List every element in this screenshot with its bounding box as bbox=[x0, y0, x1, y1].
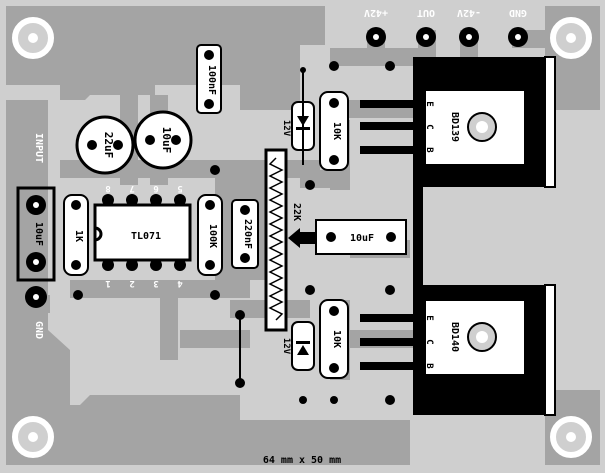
label-transistor-bottom: BD140 bbox=[449, 322, 460, 352]
label-pin-e-top: E bbox=[424, 101, 434, 106]
pad-out bbox=[416, 27, 436, 47]
label-plus42: +42V bbox=[364, 7, 388, 18]
capacitor-10uf-a bbox=[133, 110, 193, 170]
trace-mid-6 bbox=[160, 280, 178, 360]
label-pin3: 3 bbox=[153, 278, 158, 288]
label-cap-100nf: 100nF bbox=[206, 65, 217, 95]
transistor-bd139 bbox=[360, 89, 526, 166]
mounting-hole-top-left bbox=[12, 17, 54, 59]
label-cap-10uf-bias: 10uF bbox=[350, 233, 374, 244]
resistor-100k bbox=[197, 194, 223, 276]
label-pin-e-bottom: E bbox=[424, 315, 434, 320]
label-pot-22k: 22K bbox=[291, 203, 302, 221]
label-pin6: 6 bbox=[153, 183, 158, 193]
label-zener-top: 12V bbox=[281, 120, 291, 137]
label-ic: TL071 bbox=[131, 231, 161, 242]
labels: +42V OUT -42V GND INPUT GND 10uF 100nF 2… bbox=[33, 7, 527, 466]
zener-bottom bbox=[291, 321, 315, 404]
heatsink-fin-bottom bbox=[544, 284, 556, 416]
capacitor-220nf bbox=[231, 199, 259, 269]
label-pin2: 2 bbox=[129, 278, 134, 288]
label-pin8: 8 bbox=[105, 183, 110, 193]
label-res-10k-bottom: 10K bbox=[331, 330, 342, 348]
label-cap-22uf: 22uF bbox=[102, 132, 115, 159]
capacitor-100nf bbox=[196, 44, 222, 114]
label-cap-10uf-a: 10uF bbox=[160, 127, 173, 154]
pad-gnd-top bbox=[508, 27, 528, 47]
transistor-bd140 bbox=[360, 299, 526, 376]
label-cap-220nf: 220nF bbox=[242, 219, 253, 249]
label-gnd-top: GND bbox=[509, 7, 527, 18]
zener-top bbox=[291, 67, 315, 165]
heatsink-fin-top bbox=[544, 56, 556, 188]
label-pin-c-top: C bbox=[424, 124, 434, 129]
label-pin-b-top: B bbox=[424, 147, 434, 153]
label-transistor-top: BD139 bbox=[449, 112, 460, 142]
resistor-1k bbox=[63, 194, 89, 276]
resistor-10k-bottom bbox=[319, 299, 349, 379]
copper-layer bbox=[6, 6, 600, 465]
label-pin-b-bottom: B bbox=[424, 363, 434, 369]
label-input: INPUT bbox=[33, 133, 44, 163]
label-dimensions: 64 mm x 50 mm bbox=[263, 455, 341, 466]
vias bbox=[73, 61, 395, 405]
label-gnd-left: GND bbox=[33, 321, 44, 339]
label-pin5: 5 bbox=[177, 183, 182, 193]
pad-plus42 bbox=[366, 27, 386, 47]
label-zener-bottom: 12V bbox=[281, 338, 291, 355]
capacitor-22uf bbox=[75, 115, 135, 175]
heatsink-bar bbox=[413, 187, 423, 285]
mounting-hole-bottom-right bbox=[550, 416, 592, 458]
mounting-holes bbox=[12, 17, 592, 458]
label-res-100k: 100K bbox=[207, 224, 218, 248]
trace-mid-7 bbox=[180, 330, 250, 348]
ic-tl071 bbox=[93, 194, 192, 271]
input-connector bbox=[16, 186, 56, 308]
mounting-hole-bottom-left bbox=[12, 416, 54, 458]
pad-minus42 bbox=[459, 27, 479, 47]
connector-pads-top bbox=[366, 27, 528, 47]
copper-pour-bottom bbox=[6, 395, 300, 465]
label-pin-c-bottom: C bbox=[424, 339, 434, 344]
capacitor-10uf-bias bbox=[315, 219, 407, 255]
copper-pour-top-left bbox=[6, 6, 325, 110]
label-pin7: 7 bbox=[129, 183, 134, 193]
label-minus42: -42V bbox=[457, 7, 481, 18]
label-cap-10uf-input: 10uF bbox=[33, 222, 44, 246]
label-out: OUT bbox=[417, 7, 435, 18]
resistor-10k-top bbox=[319, 91, 349, 171]
copper-pour-bottom-right bbox=[300, 420, 410, 465]
label-res-10k-top: 10K bbox=[331, 122, 342, 140]
label-res-1k: 1K bbox=[73, 230, 84, 242]
trace-plus42-b bbox=[330, 48, 420, 66]
label-pin1: 1 bbox=[105, 278, 110, 288]
label-pin4: 4 bbox=[177, 278, 183, 288]
mounting-hole-top-right bbox=[550, 17, 592, 59]
